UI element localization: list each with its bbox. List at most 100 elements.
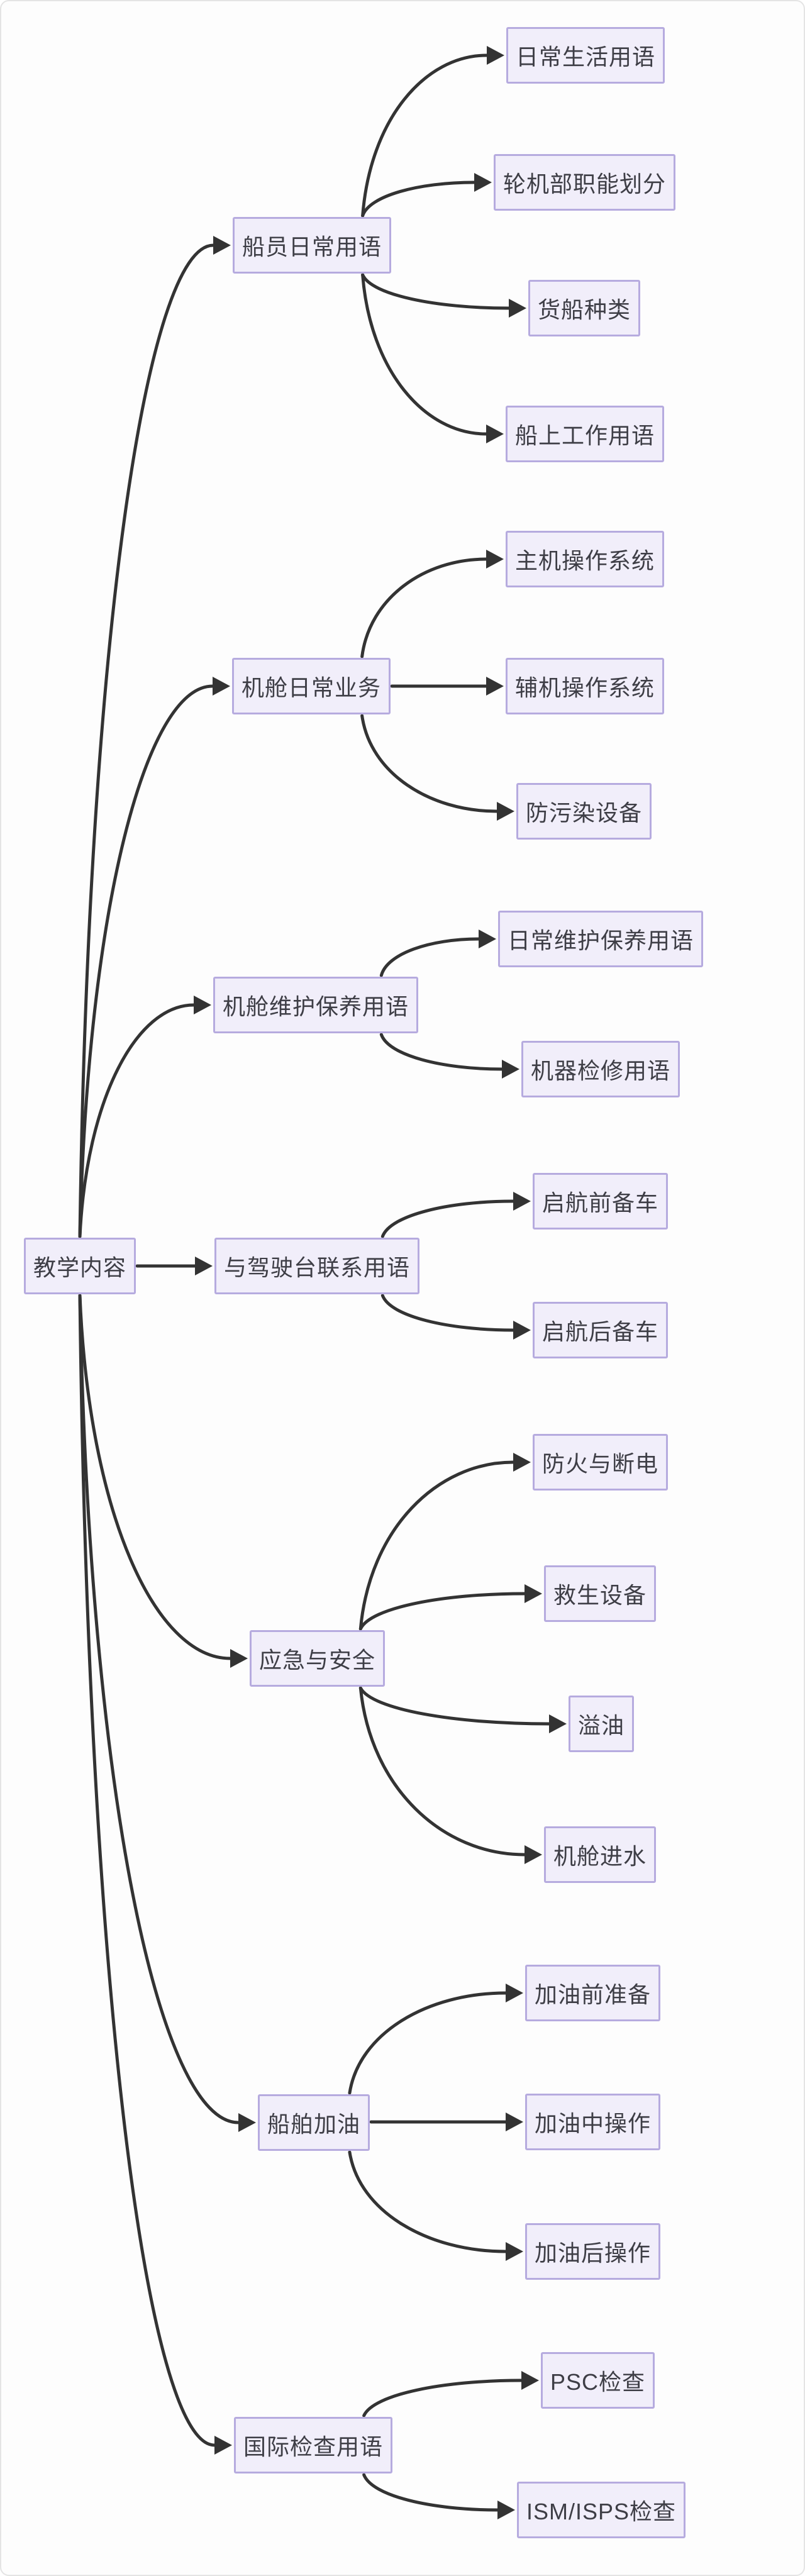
node-label: 加油中操作 [535, 2111, 652, 2136]
node-label: 机舱维护保养用语 [223, 994, 409, 1019]
node-label: 机器检修用语 [531, 1058, 671, 1084]
node-label: 防火与断电 [542, 1451, 659, 1477]
mindmap-node-b6c2[interactable]: 加油中操作 [525, 2094, 661, 2150]
mindmap-node-b2c3[interactable]: 防污染设备 [516, 783, 652, 840]
edge-root-to-b1 [78, 243, 215, 1238]
mindmap-node-b5c4[interactable]: 机舱进水 [544, 1826, 657, 1883]
mindmap-node-b3[interactable]: 机舱维护保养用语 [213, 977, 419, 1033]
node-label: 救生设备 [553, 1582, 647, 1608]
edge-b1-to-b1c2 [361, 180, 476, 218]
mindmap-node-b1c1[interactable]: 日常生活用语 [506, 27, 665, 84]
edge-b3-to-b3c2 [379, 1033, 504, 1071]
node-label: 教学内容 [33, 1255, 127, 1280]
node-label: 启航后备车 [542, 1319, 659, 1345]
arrowhead-icon [479, 930, 496, 948]
edge-b2-to-b2c1 [360, 557, 488, 658]
node-label: 主机操作系统 [515, 548, 655, 574]
arrowhead-icon [194, 996, 211, 1014]
edge-root-to-b3 [78, 1003, 196, 1238]
arrowhead-icon [525, 1845, 542, 1864]
node-label: 货船种类 [538, 297, 631, 323]
node-label: 船员日常用语 [242, 234, 382, 260]
arrowhead-icon [502, 1060, 519, 1079]
mindmap-node-b7c2[interactable]: ISM/ISPS检查 [517, 2482, 686, 2538]
node-label: 轮机部职能划分 [503, 171, 667, 197]
arrowhead-icon [513, 1321, 531, 1340]
mindmap-node-b2[interactable]: 机舱日常业务 [232, 658, 391, 714]
mindmap-node-b4c2[interactable]: 启航后备车 [533, 1302, 669, 1358]
edge-b7-to-b7c2 [362, 2473, 499, 2512]
node-label: ISM/ISPS检查 [526, 2499, 677, 2524]
node-label: 日常生活用语 [516, 44, 656, 70]
arrowhead-icon [497, 802, 514, 821]
arrowhead-icon [549, 1714, 567, 1733]
edge-b4-to-b4c2 [380, 1294, 515, 1332]
arrowhead-icon [474, 173, 492, 192]
edge-root-to-b2 [78, 684, 214, 1238]
arrowhead-icon [238, 2113, 256, 2132]
edge-b7-to-b7c1 [362, 2379, 523, 2418]
mindmap-node-b4c1[interactable]: 启航前备车 [533, 1173, 669, 1230]
node-label: 与驾驶台联系用语 [224, 1255, 411, 1280]
node-label: 日常维护保养用语 [508, 928, 694, 953]
node-label: 加油后操作 [535, 2240, 652, 2266]
node-label: 机舱进水 [553, 1843, 647, 1869]
node-label: 启航前备车 [542, 1190, 659, 1216]
mindmap-node-b5c3[interactable]: 溢油 [569, 1696, 635, 1752]
edge-b5-to-b5c3 [358, 1686, 551, 1726]
node-label: 溢油 [578, 1713, 625, 1738]
node-label: 辅机操作系统 [515, 675, 655, 701]
edge-b5-to-b5c2 [358, 1592, 526, 1631]
mindmap-node-b6c3[interactable]: 加油后操作 [525, 2223, 661, 2280]
arrowhead-icon [525, 1584, 542, 1603]
mindmap-node-root[interactable]: 教学内容 [24, 1238, 136, 1294]
edge-b1-to-b1c3 [361, 273, 511, 310]
mindmap-node-b2c2[interactable]: 辅机操作系统 [506, 658, 665, 714]
mindmap-node-b1[interactable]: 船员日常用语 [233, 217, 392, 274]
edge-b3-to-b3c1 [379, 937, 480, 977]
arrowhead-icon [486, 425, 504, 443]
mindmap-node-b6[interactable]: 船舶加油 [258, 2094, 370, 2151]
mindmap-node-b7[interactable]: 国际检查用语 [234, 2417, 393, 2473]
mindmap-node-b5[interactable]: 应急与安全 [250, 1630, 386, 1687]
arrowhead-icon [506, 2242, 523, 2261]
edge-root-to-b7 [78, 1294, 216, 2447]
mindmap-node-b6c1[interactable]: 加油前准备 [525, 1965, 661, 2021]
mindmap-node-b5c1[interactable]: 防火与断电 [533, 1434, 669, 1491]
mindmap-node-b5c2[interactable]: 救生设备 [544, 1565, 657, 1622]
mindmap-node-b4[interactable]: 与驾驶台联系用语 [214, 1238, 420, 1294]
arrowhead-icon [509, 299, 526, 318]
arrowhead-icon [487, 46, 504, 65]
mindmap-node-b7c1[interactable]: PSC检查 [541, 2352, 655, 2409]
node-label: 应急与安全 [259, 1647, 376, 1673]
edge-b5-to-b5c4 [358, 1686, 526, 1857]
mindmap-node-b1c2[interactable]: 轮机部职能划分 [494, 154, 676, 211]
mindmap-node-b1c3[interactable]: 货船种类 [528, 280, 641, 336]
mindmap-node-b3c1[interactable]: 日常维护保养用语 [498, 911, 704, 967]
node-label: 机舱日常业务 [242, 675, 382, 701]
arrowhead-icon [506, 1984, 523, 2002]
edge-b1-to-b1c4 [361, 273, 488, 436]
edge-b6-to-b6c1 [348, 1991, 508, 2095]
arrowhead-icon [521, 2371, 539, 2390]
arrowhead-icon [214, 2436, 232, 2455]
mindmap-node-b3c2[interactable]: 机器检修用语 [521, 1041, 680, 1097]
edge-root-to-b5 [78, 1294, 232, 1660]
edge-b1-to-b1c1 [361, 53, 489, 218]
node-label: 国际检查用语 [243, 2434, 384, 2460]
mindmap-node-b2c1[interactable]: 主机操作系统 [506, 531, 665, 587]
node-label: 船上工作用语 [515, 423, 655, 448]
node-label: PSC检查 [550, 2369, 646, 2395]
mindmap-node-b1c4[interactable]: 船上工作用语 [506, 406, 665, 462]
arrowhead-icon [230, 1649, 248, 1668]
arrowhead-icon [513, 1192, 531, 1211]
node-label: 加油前准备 [535, 1982, 652, 2007]
arrowhead-icon [513, 1453, 531, 1472]
arrowhead-icon [497, 2501, 515, 2519]
edge-b5-to-b5c1 [358, 1460, 515, 1631]
node-label: 船舶加油 [267, 2111, 361, 2137]
arrowhead-icon [506, 2112, 523, 2131]
edge-root-to-b6 [78, 1294, 240, 2124]
